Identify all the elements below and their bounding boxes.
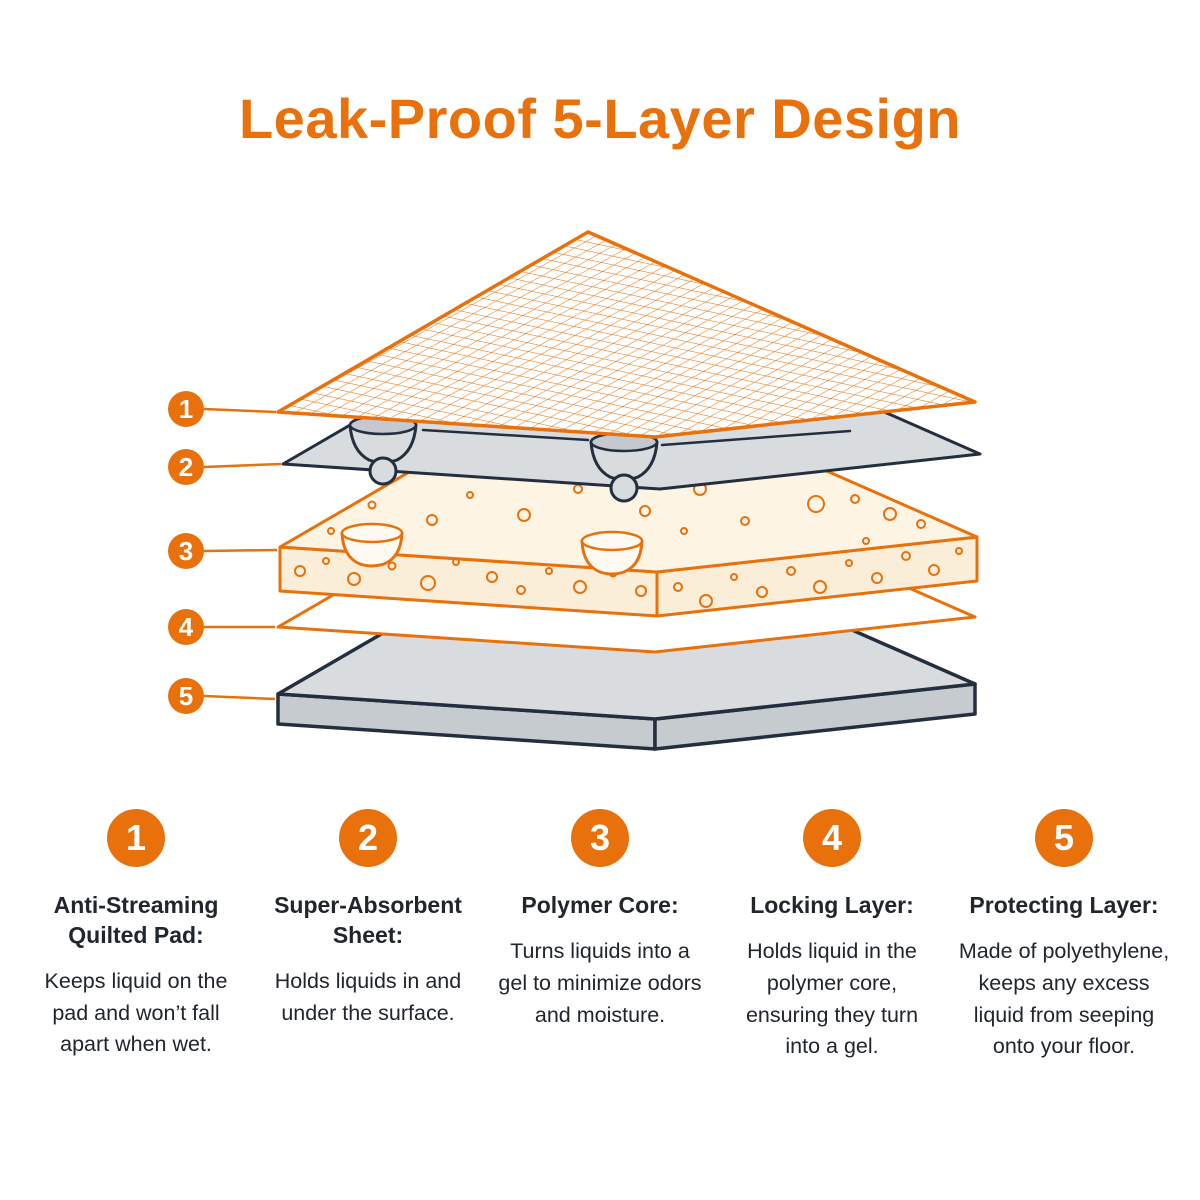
marker-number: 3 [179,536,193,566]
layer-markers: 1 2 3 4 5 [168,391,282,714]
layer-marker-5: 5 [168,678,276,714]
absorb-funnel-left [348,414,418,486]
legend-number: 2 [357,817,379,858]
legend-number-badge: 2 [339,809,397,867]
legend-number-badge: 4 [803,809,861,867]
legend-item-5: 5 Protecting Layer: Made of polyethylene… [948,809,1180,1063]
legend-description: Keeps liquid on the pad and won’t fall a… [44,968,228,1057]
layer-marker-2: 2 [168,449,282,485]
quilted-pad-border [276,230,977,439]
legend-description: Holds liquids in and under the surface. [274,968,462,1025]
legend-number-badge: 5 [1035,809,1093,867]
legend-item-4: 4 Locking Layer: Holds liquid in the pol… [716,809,948,1063]
legend-number-badge: 3 [571,809,629,867]
marker-number: 2 [179,452,193,482]
layer-1-quilted-pad [276,230,977,439]
polymer-bubbles-top [327,463,926,545]
legend-item-2: 2 Super-Absorbent Sheet: Holds liquids i… [252,809,484,1063]
marker-number: 4 [179,612,194,642]
core-dimple-left [340,522,404,568]
legend: 1 Anti-Streaming Quilted Pad: Keeps liqu… [20,809,1180,1063]
legend-number: 4 [821,817,843,858]
legend-description: Made of polyethylene, keeps any excess l… [958,938,1170,1059]
layer-marker-3: 3 [168,533,278,569]
legend-item-3: 3 Polymer Core: Turns liquids into a gel… [484,809,716,1063]
page-title: Leak-Proof 5-Layer Design [238,87,962,150]
legend-description: Turns liquids into a gel to minimize odo… [498,938,702,1027]
layer-marker-1: 1 [168,391,277,427]
legend-number: 1 [125,817,147,858]
legend-heading: Anti-Streaming Quilted Pad: [53,892,219,948]
legend-heading: Super-Absorbent Sheet: [274,892,462,948]
drip-ball [368,456,398,486]
layer-marker-4: 4 [168,609,275,645]
legend-description: Holds liquid in the polymer core, ensuri… [745,938,919,1059]
polymer-bubbles-front [294,547,963,608]
core-dimple-right [580,530,644,576]
five-layer-exploded-diagram: 1 2 3 4 5 [168,230,982,751]
sheet-crease-lines [421,428,852,447]
absorb-funnel-right [589,431,659,503]
legend-heading: Locking Layer: [750,892,914,918]
legend-item-1: 1 Anti-Streaming Quilted Pad: Keeps liqu… [20,809,252,1063]
marker-number: 5 [179,681,193,711]
drip-ball [609,473,639,503]
legend-number: 3 [589,817,611,858]
legend-heading: Protecting Layer: [969,892,1159,918]
legend-number-badge: 1 [107,809,165,867]
legend-heading: Polymer Core: [521,892,679,918]
marker-number: 1 [179,394,193,424]
legend-number: 5 [1053,817,1075,858]
